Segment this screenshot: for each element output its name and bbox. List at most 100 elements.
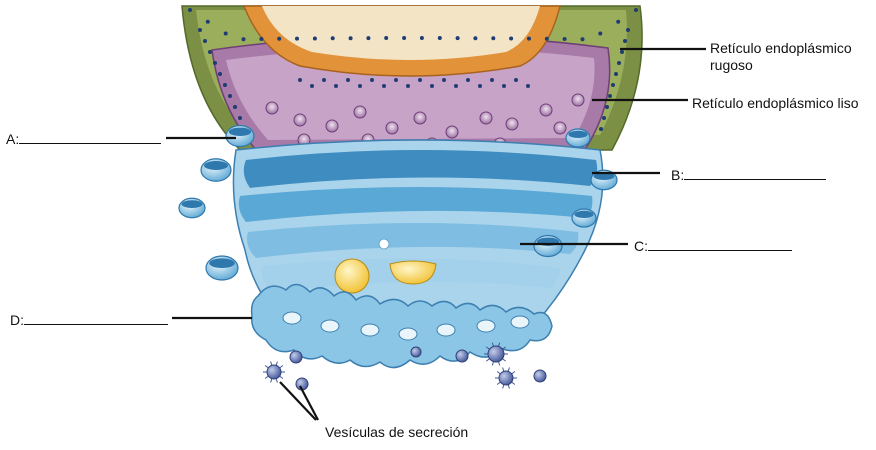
ribosome — [634, 8, 638, 12]
ribosome — [514, 78, 518, 82]
ribosome — [611, 83, 615, 87]
ribosome — [526, 84, 530, 88]
ribosome — [382, 84, 386, 88]
label-a: A: — [6, 130, 162, 148]
ribosome — [608, 94, 612, 98]
golgi-vesicles — [178, 124, 618, 281]
ribosome — [203, 39, 207, 43]
ribosome — [298, 78, 302, 82]
ribosome — [491, 36, 496, 41]
ribosome — [346, 78, 350, 82]
er-vesicle — [479, 111, 493, 125]
golgi-vesicle-rim — [568, 130, 588, 138]
ribosome — [623, 39, 627, 43]
ribosome — [394, 78, 398, 82]
ribosome — [205, 19, 210, 24]
ribosome — [466, 78, 470, 82]
er-vesicle — [445, 125, 459, 139]
label-c-letter: C: — [634, 238, 648, 254]
tgn-hole — [282, 311, 302, 325]
leader-lines — [166, 47, 706, 421]
ribosome — [544, 36, 549, 41]
er-vesicle — [413, 111, 427, 125]
er-vesicle — [353, 105, 367, 119]
tgn-hole — [398, 327, 418, 341]
blank-b[interactable] — [684, 166, 827, 180]
ribosome — [259, 37, 264, 41]
ribosome — [614, 72, 618, 76]
ribosome — [322, 78, 326, 82]
ribosome — [310, 84, 314, 88]
label-d: D: — [10, 311, 168, 329]
secretion-vesicles — [263, 342, 547, 391]
blank-a[interactable] — [19, 130, 162, 144]
ribosome — [442, 78, 446, 82]
label-b-letter: B: — [671, 167, 685, 183]
label-rough-er: Retículo endoplásmico rugoso — [710, 40, 852, 73]
ribosome — [478, 84, 482, 88]
ribosome — [473, 36, 478, 41]
er-vesicle — [265, 101, 279, 115]
ribosome — [330, 36, 335, 41]
ribosome — [277, 36, 282, 41]
er-vesicle — [505, 117, 519, 131]
ribosome — [599, 127, 603, 131]
label-smooth-er: Retículo endoplásmico liso — [692, 95, 859, 111]
ribosome — [602, 116, 606, 120]
ribosome — [562, 37, 567, 41]
ribosome — [334, 84, 338, 88]
golgi-vesicle-rim — [228, 127, 252, 136]
label-c: C: — [634, 237, 792, 255]
er-vesicle — [293, 113, 307, 127]
trans-golgi-holes — [282, 311, 530, 341]
golgi-vesicle-rim — [209, 258, 235, 269]
ribosome — [213, 61, 217, 65]
ribosome — [198, 28, 202, 32]
ribosome — [238, 116, 242, 120]
label-d-letter: D: — [10, 312, 24, 328]
ribosome — [437, 36, 442, 40]
ribosome — [502, 84, 506, 88]
tgn-hole — [436, 323, 456, 337]
ribosomes — [188, 8, 638, 131]
ribosome — [418, 78, 422, 82]
er-vesicle — [553, 121, 567, 135]
ribosome — [455, 36, 460, 41]
leader-vesicles-2 — [299, 385, 319, 421]
tgn-hole — [510, 315, 530, 329]
ribosome — [620, 50, 624, 54]
ribosome — [430, 84, 434, 88]
secretion-vesicle — [410, 346, 422, 358]
secretion-vesicle — [487, 345, 505, 363]
ribosome — [454, 84, 458, 88]
ribosome — [223, 31, 228, 36]
ribosome — [348, 36, 353, 41]
er-vesicle — [571, 93, 585, 107]
ribosome — [490, 78, 494, 82]
trans-golgi-network — [250, 283, 553, 369]
er-vesicle — [539, 103, 553, 117]
blank-c[interactable] — [648, 237, 792, 251]
yellow-vesicle — [389, 260, 437, 285]
ribosome — [617, 61, 621, 65]
leader-vesicles-1 — [279, 381, 317, 421]
ribosome — [228, 94, 232, 98]
nucleus — [262, 6, 540, 60]
blank-d[interactable] — [24, 311, 168, 325]
secretion-vesicle — [289, 350, 303, 364]
ribosome — [312, 36, 317, 41]
ribosome — [402, 36, 407, 40]
ribosome — [406, 84, 410, 88]
ribosome — [366, 36, 371, 41]
tgn-hole — [360, 323, 380, 337]
secretion-vesicle — [533, 369, 547, 383]
golgi-vesicle-rim — [593, 172, 615, 181]
tgn-hole — [320, 319, 340, 333]
ribosome — [384, 36, 389, 40]
secretion-vesicle — [266, 364, 282, 380]
secretion-vesicle — [498, 370, 514, 386]
ribosome — [295, 36, 299, 41]
golgi-vesicle-rim — [204, 161, 228, 170]
label-b: B: — [671, 166, 827, 184]
